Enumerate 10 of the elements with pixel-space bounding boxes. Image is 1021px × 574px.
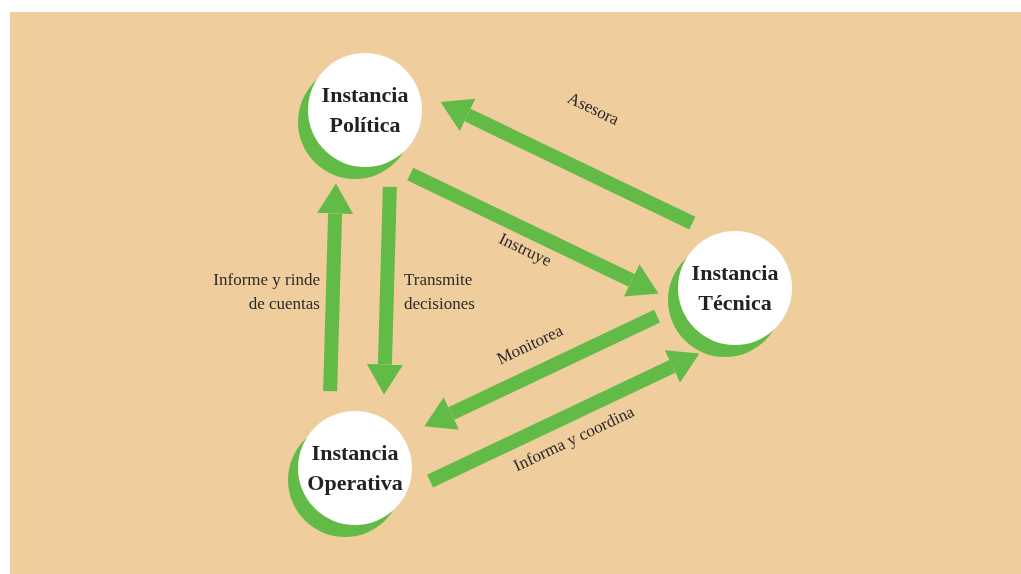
- edge-label: Transmite decisiones: [404, 269, 476, 315]
- arrow: [440, 98, 696, 230]
- arrow: [427, 350, 700, 488]
- node-title: Instancia Operativa: [306, 439, 404, 497]
- arrow: [407, 167, 659, 297]
- node-title: Instancia Técnica: [690, 259, 780, 317]
- arrow: [424, 309, 661, 430]
- node-title: Instancia Política: [320, 81, 410, 139]
- edge-label: Informe y rinde de cuentas: [212, 269, 320, 315]
- arrow: [317, 183, 354, 392]
